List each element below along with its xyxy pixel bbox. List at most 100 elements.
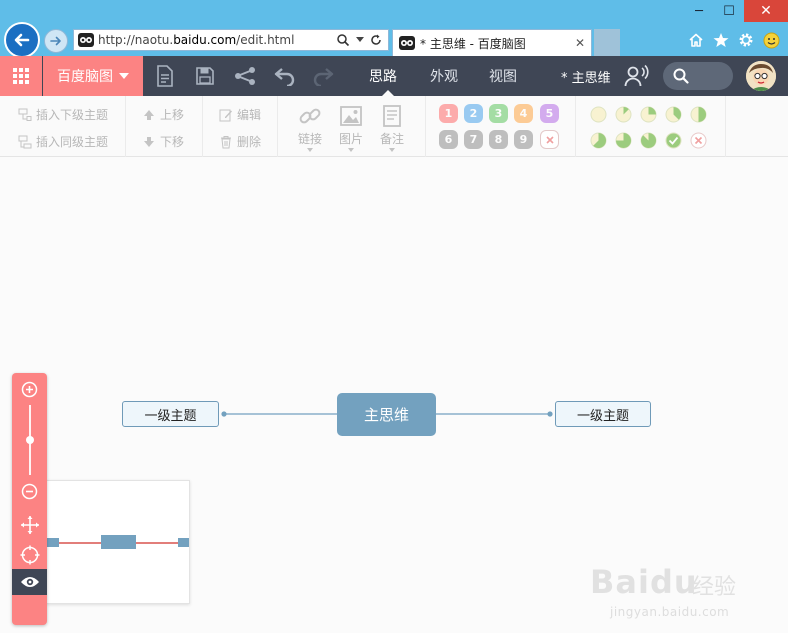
zoom-in-button[interactable] xyxy=(12,375,47,403)
progress-7-button[interactable] xyxy=(640,132,657,149)
tab-appearance[interactable]: 外观 xyxy=(430,69,458,85)
redo-icon[interactable] xyxy=(311,64,335,88)
zoom-slider-handle[interactable] xyxy=(26,436,34,444)
insert-sibling-label: 插入同级主题 xyxy=(36,135,109,149)
browser-tools xyxy=(687,31,780,49)
active-tab-marker xyxy=(382,90,394,96)
progress-6-button[interactable] xyxy=(615,132,632,149)
naotu-favicon-icon xyxy=(78,33,94,47)
browser-tab-active[interactable]: * 主思维 - 百度脑图 ✕ xyxy=(392,29,592,56)
topic-node-left[interactable]: 一级主题 xyxy=(122,401,219,427)
trash-icon xyxy=(221,135,231,148)
tab-idea[interactable]: 思路 xyxy=(369,69,397,85)
browser-tab-title: * 主思维 - 百度脑图 xyxy=(420,36,526,51)
new-tab-button[interactable] xyxy=(594,29,620,56)
settings-gear-icon[interactable] xyxy=(737,31,755,49)
locate-root-button[interactable] xyxy=(12,541,47,569)
home-icon[interactable] xyxy=(687,31,705,49)
document-title[interactable]: * 主思维 xyxy=(561,70,611,86)
search-icon xyxy=(673,68,689,84)
search-button[interactable] xyxy=(663,62,733,90)
user-share-icon[interactable] xyxy=(624,64,650,88)
remove-priority-button[interactable] xyxy=(540,130,559,149)
priority-6-button[interactable]: 6 xyxy=(439,130,458,149)
priority-3-button[interactable]: 3 xyxy=(489,104,508,123)
save-icon[interactable] xyxy=(193,64,217,88)
priority-group: 1 2 3 4 5 6 7 8 9 xyxy=(426,96,576,157)
pan-hand-button[interactable] xyxy=(12,511,47,539)
user-avatar[interactable] xyxy=(746,61,776,91)
app-menu-button[interactable] xyxy=(0,56,42,96)
chevron-down-icon xyxy=(119,73,129,79)
progress-5-button[interactable] xyxy=(590,132,607,149)
maximize-button[interactable]: ☐ xyxy=(723,3,735,19)
watermark-logo: Baidu xyxy=(590,563,698,601)
insert-sibling-button[interactable]: 插入同级主题 xyxy=(18,133,108,150)
root-topic-node[interactable]: 主思维 xyxy=(337,393,436,436)
tab-view[interactable]: 视图 xyxy=(489,69,517,85)
topic-node-right[interactable]: 一级主题 xyxy=(555,401,651,427)
toggle-navigator-button[interactable] xyxy=(12,569,47,595)
navigator-minimap[interactable] xyxy=(46,480,190,604)
search-icon[interactable] xyxy=(336,33,350,47)
share-branch-icon[interactable] xyxy=(233,64,257,88)
delete-label: 删除 xyxy=(237,135,262,149)
minimize-button[interactable]: ─ xyxy=(695,3,703,19)
progress-0-button[interactable] xyxy=(590,106,607,123)
progress-4-button[interactable] xyxy=(690,106,707,123)
note-button[interactable]: 备注 xyxy=(374,104,410,154)
priority-4-button[interactable]: 4 xyxy=(514,104,533,123)
new-document-icon[interactable] xyxy=(153,64,177,88)
edit-button[interactable]: 编辑 xyxy=(219,106,261,123)
refresh-icon[interactable] xyxy=(370,34,382,46)
remove-progress-button[interactable] xyxy=(690,132,707,149)
close-icon xyxy=(545,135,554,144)
insert-child-button[interactable]: 插入下级主题 xyxy=(18,106,108,123)
arrow-down-icon xyxy=(144,136,154,147)
edit-label: 编辑 xyxy=(237,108,262,122)
image-button[interactable]: 图片 xyxy=(333,104,369,154)
dropdown-caret-icon[interactable] xyxy=(356,37,364,43)
progress-pie-icon xyxy=(615,132,632,149)
insert-sibling-icon xyxy=(18,135,32,148)
baidu-jingyan-watermark: Baidu 经验 jingyan.baidu.com xyxy=(590,547,780,627)
close-icon xyxy=(690,132,707,149)
delete-button[interactable]: 删除 xyxy=(219,133,261,150)
progress-8-button[interactable] xyxy=(665,132,682,149)
close-window-button[interactable]: ✕ xyxy=(744,0,788,22)
move-up-button[interactable]: 上移 xyxy=(142,106,184,123)
url-domain: baidu.com xyxy=(173,33,237,47)
move-down-button[interactable]: 下移 xyxy=(142,133,184,150)
progress-3-button[interactable] xyxy=(665,106,682,123)
favorites-star-icon[interactable] xyxy=(712,31,730,49)
undo-icon[interactable] xyxy=(273,64,297,88)
progress-1-button[interactable] xyxy=(615,106,632,123)
forward-button[interactable] xyxy=(44,29,68,53)
priority-5-button[interactable]: 5 xyxy=(540,104,559,123)
move-up-label: 上移 xyxy=(160,108,185,122)
address-bar[interactable]: http://naotu.baidu.com/edit.html xyxy=(73,29,389,51)
mindmap-canvas[interactable]: 一级主题 主思维 一级主题 Baidu 经验 jingyan.ba xyxy=(0,157,788,633)
address-url[interactable]: http://naotu.baidu.com/edit.html xyxy=(98,33,336,47)
connector-left-dot xyxy=(221,411,227,417)
move-group: 上移 下移 xyxy=(126,96,203,157)
priority-1-button[interactable]: 1 xyxy=(439,104,458,123)
zoom-tool-panel xyxy=(12,373,47,625)
priority-2-button[interactable]: 2 xyxy=(464,104,483,123)
back-button[interactable] xyxy=(4,22,40,58)
smiley-feedback-icon[interactable] xyxy=(762,31,780,49)
link-button[interactable]: 链接 xyxy=(292,104,328,154)
insert-child-icon xyxy=(18,108,32,121)
note-label: 备注 xyxy=(379,132,404,146)
brand-menu-button[interactable]: 百度脑图 xyxy=(43,56,143,96)
priority-8-button[interactable]: 8 xyxy=(489,130,508,149)
progress-pie-icon xyxy=(590,106,607,123)
zoom-out-button[interactable] xyxy=(12,477,47,505)
priority-7-button[interactable]: 7 xyxy=(464,130,483,149)
note-icon xyxy=(383,105,401,127)
priority-9-button[interactable]: 9 xyxy=(514,130,533,149)
progress-pie-icon xyxy=(690,106,707,123)
progress-2-button[interactable] xyxy=(640,106,657,123)
image-icon xyxy=(340,106,362,126)
close-tab-icon[interactable]: ✕ xyxy=(574,36,585,50)
